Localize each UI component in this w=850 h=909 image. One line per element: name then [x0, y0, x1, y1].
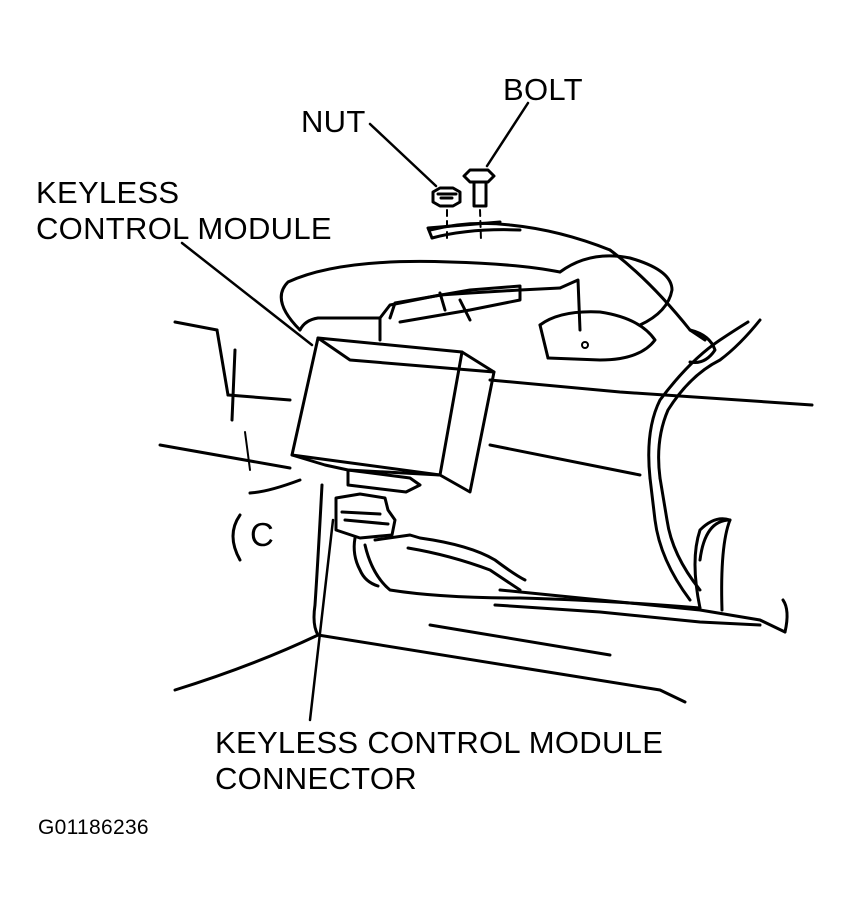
leader-lines [180, 101, 530, 722]
module-label-line2: CONTROL MODULE [36, 211, 332, 246]
keyless-control-module-connector-icon [334, 492, 397, 588]
nut-label: NUT [301, 104, 366, 139]
wiring-harness [363, 318, 789, 634]
mounting-bracket [279, 220, 717, 364]
connector-label: KEYLESS CONTROL MODULE CONNECTOR [215, 725, 663, 797]
nut-icon [431, 186, 462, 241]
figure-id: G01186236 [38, 816, 149, 839]
keyless-control-module-icon [290, 336, 496, 494]
bolt-label: BOLT [503, 72, 583, 107]
connector-label-line1: KEYLESS CONTROL MODULE [215, 725, 664, 760]
body-mark-label: C [250, 516, 275, 553]
bolt-icon [462, 168, 496, 241]
vehicle-body [158, 320, 814, 704]
keyless-control-module-label: KEYLESS CONTROL MODULE [36, 175, 332, 247]
connector-label-line2: CONNECTOR [215, 761, 417, 796]
module-label-line1: KEYLESS [36, 175, 180, 210]
